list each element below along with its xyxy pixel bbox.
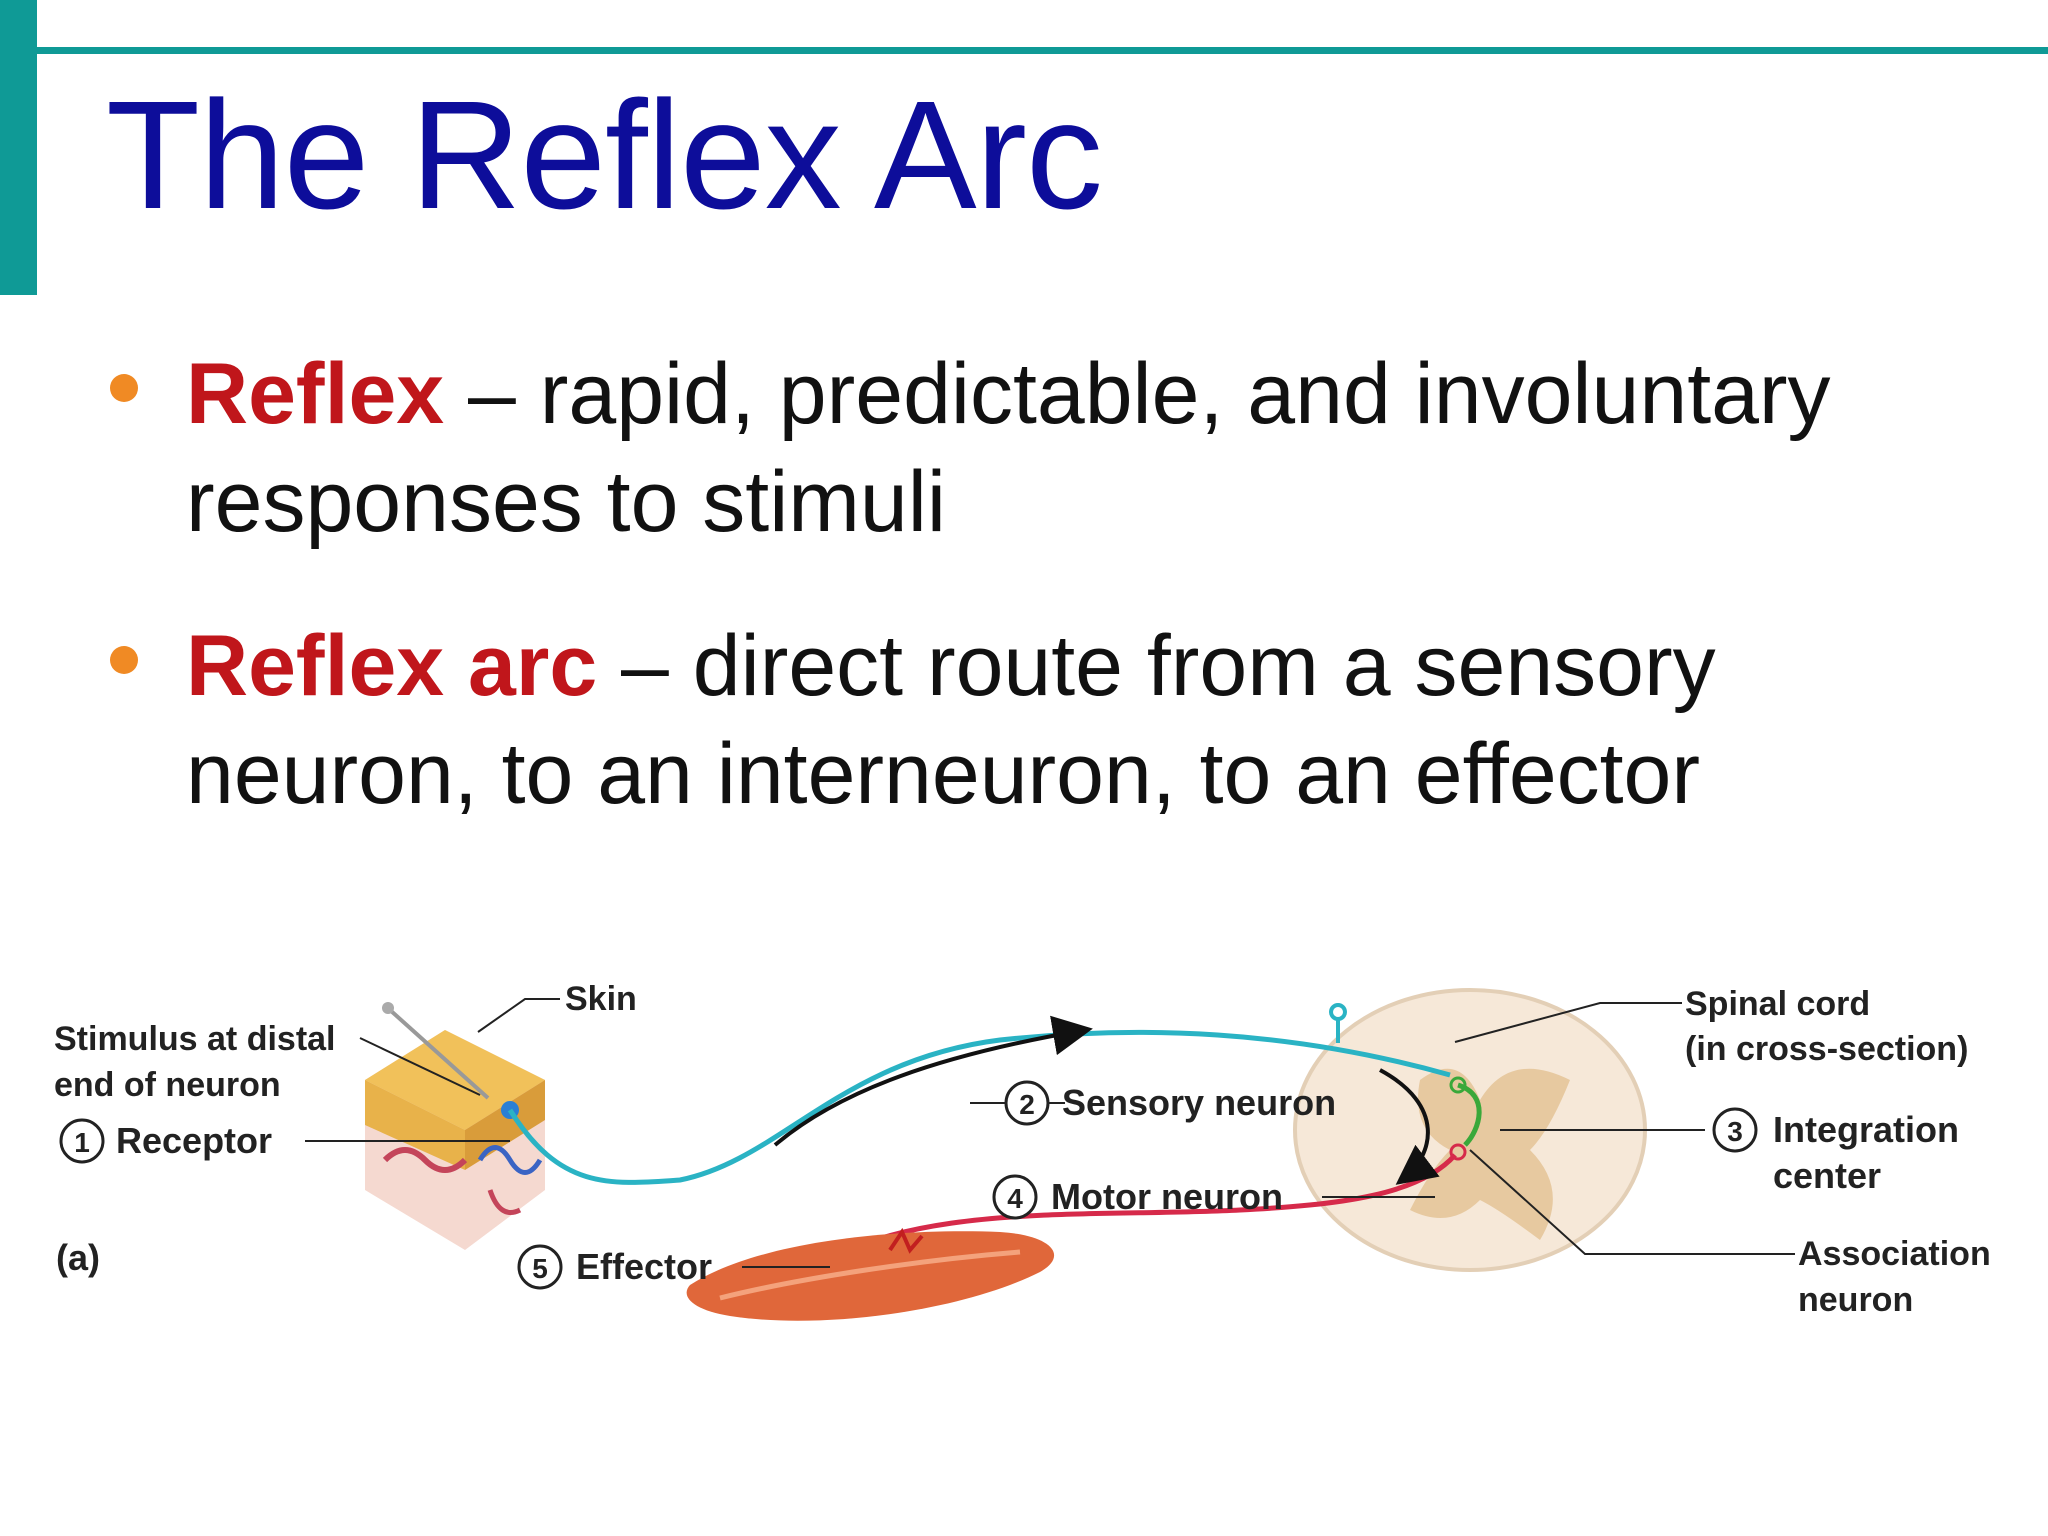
label-association-line1: Association — [1798, 1235, 1991, 1273]
slide-title: The Reflex Arc — [106, 69, 1103, 241]
integration-number: 3 — [1727, 1116, 1743, 1147]
motor-neuron-synapse — [1449, 1143, 1467, 1161]
association-neuron-path — [1457, 1082, 1482, 1147]
stimulus-pin-head — [382, 1002, 394, 1014]
bullet-reflex-arc: Reflex arc – direct route from a sensory… — [110, 612, 1990, 828]
label-stimulus-line1: Stimulus at distal — [54, 1020, 336, 1058]
callout-receptor: 1 Receptor — [59, 1118, 272, 1164]
label-motor-neuron: Motor neuron — [1051, 1176, 1283, 1217]
label-spinal-cord-line1: Spinal cord — [1685, 985, 1870, 1023]
bullet-definition: – direct route from a sensory neuron, to… — [186, 618, 1716, 822]
sensory-neuron-cell-body — [1329, 1003, 1347, 1021]
label-spinal-cord-line2: (in cross-section) — [1685, 1030, 1968, 1068]
muscle-effector-illustration — [686, 1227, 1055, 1321]
label-integration-line2: center — [1773, 1155, 1881, 1196]
label-stimulus-line2: end of neuron — [54, 1066, 281, 1104]
label-integration-line1: Integration — [1773, 1109, 1959, 1150]
bullet-text: Reflex – rapid, predictable, and involun… — [186, 340, 1990, 556]
bullet-reflex: Reflex – rapid, predictable, and involun… — [110, 340, 1990, 556]
callout-motor-neuron: 4 Motor neuron — [992, 1174, 1283, 1220]
effector-number: 5 — [532, 1253, 548, 1284]
accent-line — [37, 47, 2048, 54]
callout-integration-center: 3 Integration center — [1712, 1107, 1959, 1196]
receptor-number: 1 — [74, 1127, 90, 1158]
callout-effector: 5 Effector — [517, 1244, 712, 1290]
label-skin: Skin — [565, 980, 637, 1018]
bullet-dot — [110, 646, 138, 674]
accent-bar — [0, 0, 37, 295]
bullet-term: Reflex — [186, 346, 445, 442]
label-receptor: Receptor — [116, 1120, 272, 1161]
callout-sensory-neuron: 2 Sensory neuron — [1004, 1080, 1336, 1126]
leader-lines — [305, 998, 1795, 1268]
label-sensory-neuron: Sensory neuron — [1062, 1082, 1336, 1123]
sensory-neuron-path — [507, 1029, 1451, 1185]
bullet-definition: – rapid, predictable, and involuntary re… — [186, 346, 1831, 550]
bullet-text: Reflex arc – direct route from a sensory… — [186, 612, 1990, 828]
bullet-term: Reflex arc — [186, 618, 598, 714]
association-neuron-synapse — [1449, 1076, 1467, 1094]
label-panel-a: (a) — [56, 1237, 100, 1278]
sensory-flow-arrow — [773, 1015, 1093, 1147]
integration-flow-arrow — [1379, 1068, 1440, 1185]
sensory-number: 2 — [1019, 1089, 1035, 1120]
label-association-line2: neuron — [1798, 1281, 1913, 1319]
stimulus-pin — [388, 1008, 490, 1100]
label-effector: Effector — [576, 1246, 712, 1287]
reflex-arc-diagram: Skin Stimulus at distal end of neuron 1 … — [54, 980, 1991, 1321]
motor-number: 4 — [1007, 1183, 1023, 1214]
bullet-dot — [110, 374, 138, 402]
